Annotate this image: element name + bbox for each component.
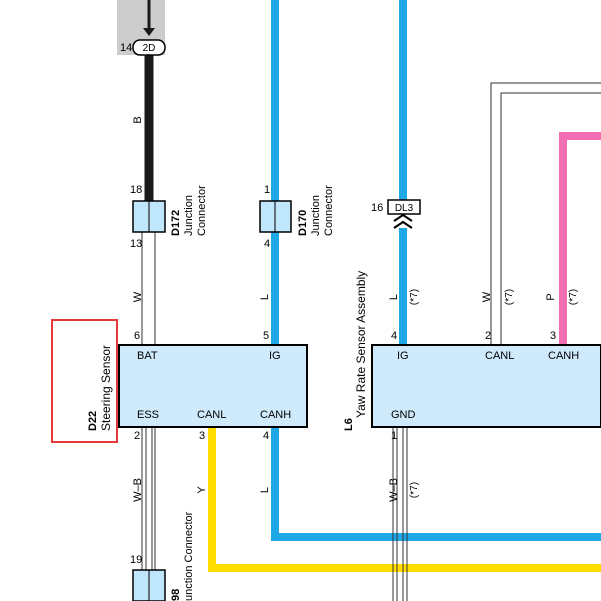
d172-name-line2: Connector (196, 185, 208, 236)
steering-sensor-box[interactable] (118, 344, 308, 428)
yaw-label-gnd: GND (391, 409, 416, 421)
steering-pin-canl: 3 (199, 430, 205, 442)
steering-pin-bat: 6 (134, 330, 140, 342)
bottom-connector-id: 98 (170, 589, 182, 601)
wire-b-black[interactable] (143, 0, 155, 201)
dl3-pin: 16 (371, 202, 383, 214)
wire-b-label: B (132, 116, 144, 123)
wire-p-note: (*7) (568, 289, 579, 305)
wire-p-label: P (545, 293, 557, 300)
wire-p-pink[interactable] (559, 132, 601, 345)
wire-w-left-label: W (132, 291, 144, 302)
steering-pin-ig: 5 (263, 330, 269, 342)
wire-w-right[interactable] (490, 82, 601, 345)
wire-l-lower-label: L (259, 487, 271, 493)
yaw-pin-canh: 3 (550, 330, 556, 342)
yaw-label-ig: IG (397, 350, 409, 362)
top-connector-tag: 2D (143, 43, 156, 54)
d170-id: D170 (297, 210, 309, 236)
d170-name-line1: Junction (310, 195, 322, 236)
yaw-rate-sensor-box[interactable] (371, 344, 601, 428)
wire-wb-right-label: W–B (388, 478, 400, 502)
top-connector-pin: 14 (120, 42, 132, 54)
yaw-label-canl: CANL (485, 350, 514, 362)
yaw-pin-ig: 4 (391, 330, 397, 342)
yaw-sensor-name: Yaw Rate Sensor Assembly (354, 271, 368, 418)
d172-pin-bottom: 13 (130, 238, 142, 250)
yaw-label-canh: CANH (548, 350, 579, 362)
wire-l-center-note: (*7) (409, 289, 420, 305)
steering-label-ess: ESS (137, 409, 159, 421)
wire-l-left-label: L (259, 294, 271, 300)
steering-pin-ess: 2 (134, 430, 140, 442)
wire-l-center-label: L (388, 294, 400, 300)
yaw-pin-canl: 2 (485, 330, 491, 342)
connector-dl3[interactable] (387, 199, 421, 229)
wire-l-blue-left[interactable] (271, 0, 601, 541)
dl3-label: DL3 (395, 203, 414, 214)
d170-pin-top: 1 (264, 184, 270, 196)
d172-name-line1: Junction (183, 195, 195, 236)
wire-y-label: Y (196, 486, 208, 494)
junction-connector-d170[interactable] (259, 200, 292, 233)
wire-wb-left[interactable] (141, 427, 156, 572)
junction-connector-bottom[interactable] (132, 569, 166, 601)
d172-id: D172 (170, 210, 182, 236)
steering-sensor-highlight (51, 319, 118, 443)
steering-label-canh: CANH (260, 409, 291, 421)
wire-w-right-label: W (481, 291, 493, 302)
yaw-pin-gnd: 1 (391, 430, 397, 442)
junction-connector-d172[interactable] (132, 200, 166, 233)
wire-y-yellow[interactable] (208, 427, 601, 572)
wire-w-right-note: (*7) (504, 289, 515, 305)
d170-pin-bottom: 4 (264, 238, 270, 250)
steering-sensor-id: D22 (87, 411, 99, 431)
wire-w-left[interactable] (141, 232, 156, 345)
wire-wb-right-note: (*7) (409, 482, 420, 498)
bottom-connector-name: unction Connector (183, 511, 195, 601)
steering-label-canl: CANL (197, 409, 226, 421)
yaw-sensor-id: L6 (343, 418, 355, 431)
d172-pin-top: 18 (130, 184, 142, 196)
wire-wb-left-label: W–B (132, 478, 144, 502)
steering-pin-canh: 4 (263, 430, 269, 442)
bottom-connector-pin: 19 (130, 554, 142, 566)
wire-wb-right[interactable] (392, 427, 408, 601)
connector-2d (132, 39, 166, 56)
steering-label-ig: IG (269, 350, 281, 362)
steering-label-bat: BAT (137, 350, 158, 362)
d170-name-line2: Connector (323, 185, 335, 236)
steering-sensor-name: Steering Sensor (99, 345, 113, 431)
